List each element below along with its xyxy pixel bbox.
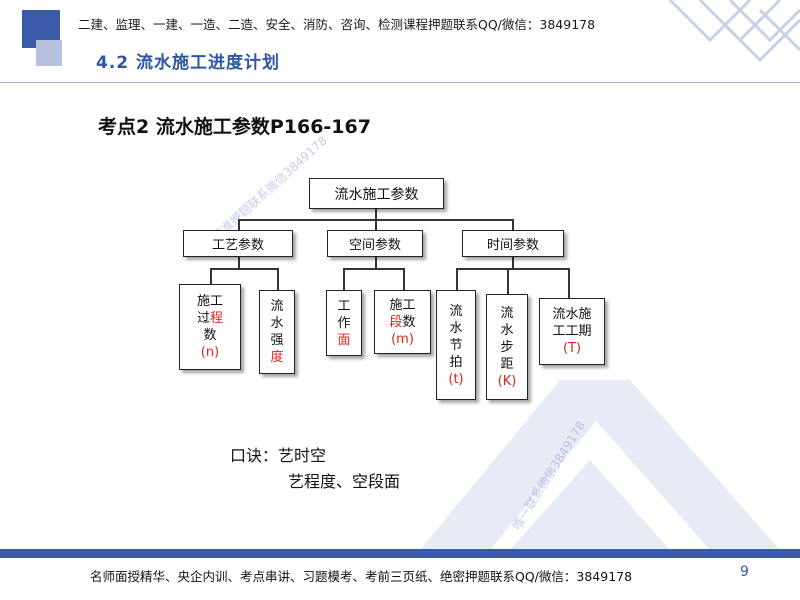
connector — [375, 209, 377, 220]
category-time: 时间参数 — [462, 230, 564, 257]
logo-square-light — [36, 40, 62, 66]
leaf-flow-intensity: 流 水 强 度 — [259, 290, 295, 374]
category-craft: 工艺参数 — [183, 230, 293, 257]
leaf-text: 作 — [337, 315, 351, 331]
leaf-segment-count: 施工 段数 (m) — [374, 290, 431, 354]
leaf-symbol: (t) — [448, 371, 464, 387]
leaf-symbol: (m) — [391, 331, 414, 347]
leaf-text: 过程 — [197, 310, 223, 327]
leaf-text: 距 — [500, 356, 514, 372]
leaf-text: 数 — [402, 314, 416, 330]
leaf-key-text: 程 — [210, 311, 224, 326]
leaf-text: 过 — [196, 311, 210, 326]
leaf-text: 数 — [203, 328, 217, 343]
connector — [507, 268, 509, 294]
leaf-symbol: (K) — [497, 373, 517, 389]
leaf-text: 施工 — [389, 297, 416, 313]
header-divider — [0, 82, 800, 83]
leaf-key-text: 度 — [270, 350, 284, 365]
leaf-process-count: 施工 过程 数 (n) — [179, 284, 241, 370]
page-number: 9 — [740, 564, 749, 580]
connector — [375, 219, 377, 230]
leaf-text: 水 — [270, 316, 284, 331]
connector — [403, 268, 405, 290]
connector — [568, 268, 570, 298]
connector — [343, 268, 404, 270]
section-title: 4.2 流水施工进度计划 — [96, 53, 281, 73]
leaf-text: 流水施 — [552, 307, 592, 322]
connector — [375, 257, 377, 269]
leaf-text: 节 — [449, 337, 463, 353]
root-node: 流水施工参数 — [309, 178, 444, 209]
mnemonic-line-2: 艺程度、空段面 — [288, 472, 401, 491]
connector — [512, 257, 514, 269]
leaf-flow-beat: 流 水 节 拍 (t) — [436, 290, 476, 400]
leaf-text: 步 — [500, 339, 514, 355]
footer-bar — [0, 549, 800, 558]
mnemonic-line-1: 口诀：艺时空 — [230, 442, 326, 466]
leaf-construction-period: 流水施 工工期 (T) — [539, 298, 605, 365]
mnemonic-label: 口诀： — [230, 446, 279, 465]
category-space: 空间参数 — [327, 230, 423, 257]
leaf-text: 流 — [449, 303, 463, 319]
leaf-text: 水 — [449, 320, 463, 336]
leaf-flow-step: 流 水 步 距 (K) — [486, 294, 528, 400]
leaf-key-text: 面 — [337, 332, 351, 348]
leaf-text: 施工 — [196, 294, 223, 309]
leaf-text: 水 — [500, 322, 514, 338]
corner-decoration — [668, 0, 800, 63]
leaf-symbol: (T) — [562, 341, 582, 356]
connector — [456, 268, 569, 270]
leaf-text: 强 — [270, 333, 284, 348]
connector — [343, 268, 345, 290]
leaf-text: 工 — [337, 298, 351, 314]
connector — [277, 268, 279, 290]
leaf-text: 流 — [270, 299, 284, 314]
mnemonic-text: 艺时空 — [278, 446, 327, 465]
footer-promo: 名师面授精华、央企内训、考点串讲、习题模考、考前三页纸、绝密押题联系QQ/微信：… — [90, 569, 633, 584]
connector — [238, 219, 240, 230]
header-promo: 二建、监理、一建、一造、二造、安全、消防、咨询、检测课程押题联系QQ/微信：38… — [78, 17, 596, 32]
topic-heading: 考点2 流水施工参数P166-167 — [98, 116, 371, 138]
connector — [238, 257, 240, 269]
connector — [210, 268, 212, 284]
leaf-text: 段数 — [389, 314, 415, 331]
leaf-symbol: (n) — [200, 345, 220, 360]
connector — [456, 268, 458, 290]
leaf-text: 工工期 — [552, 324, 592, 339]
connector — [512, 219, 514, 230]
leaf-text: 流 — [500, 305, 514, 321]
connector — [210, 268, 278, 270]
background-triangle-decoration — [420, 380, 780, 550]
leaf-text: 拍 — [449, 354, 463, 370]
leaf-key-text: 段 — [389, 314, 403, 330]
leaf-work-face: 工 作 面 — [326, 290, 362, 356]
